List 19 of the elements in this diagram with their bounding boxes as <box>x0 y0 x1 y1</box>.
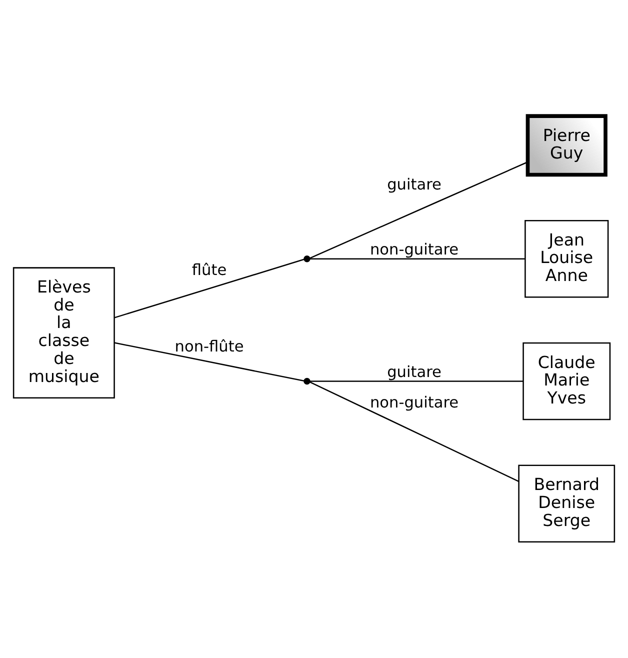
connector <box>310 258 525 260</box>
node-point <box>304 256 310 262</box>
edge-label: non-flûte <box>174 337 244 356</box>
node-box: Claude Marie Yves <box>522 342 611 420</box>
connector <box>310 381 519 482</box>
node-box: Pierre Guy <box>526 114 608 177</box>
edge-label: guitare <box>387 176 442 194</box>
node-box: Bernard Denise Serge <box>518 464 616 543</box>
connector <box>114 342 304 382</box>
edge-label: non-guitare <box>370 394 459 412</box>
connector <box>310 162 528 259</box>
node-box: Elèves de la classe de musique <box>12 267 115 398</box>
edge-label: flûte <box>192 260 227 279</box>
edge-label: guitare <box>387 362 442 381</box>
node-point <box>304 378 310 385</box>
node-box: Jean Louise Anne <box>524 220 609 298</box>
edge-label: non-guitare <box>370 240 459 259</box>
connector <box>310 380 524 382</box>
connector <box>114 258 304 318</box>
